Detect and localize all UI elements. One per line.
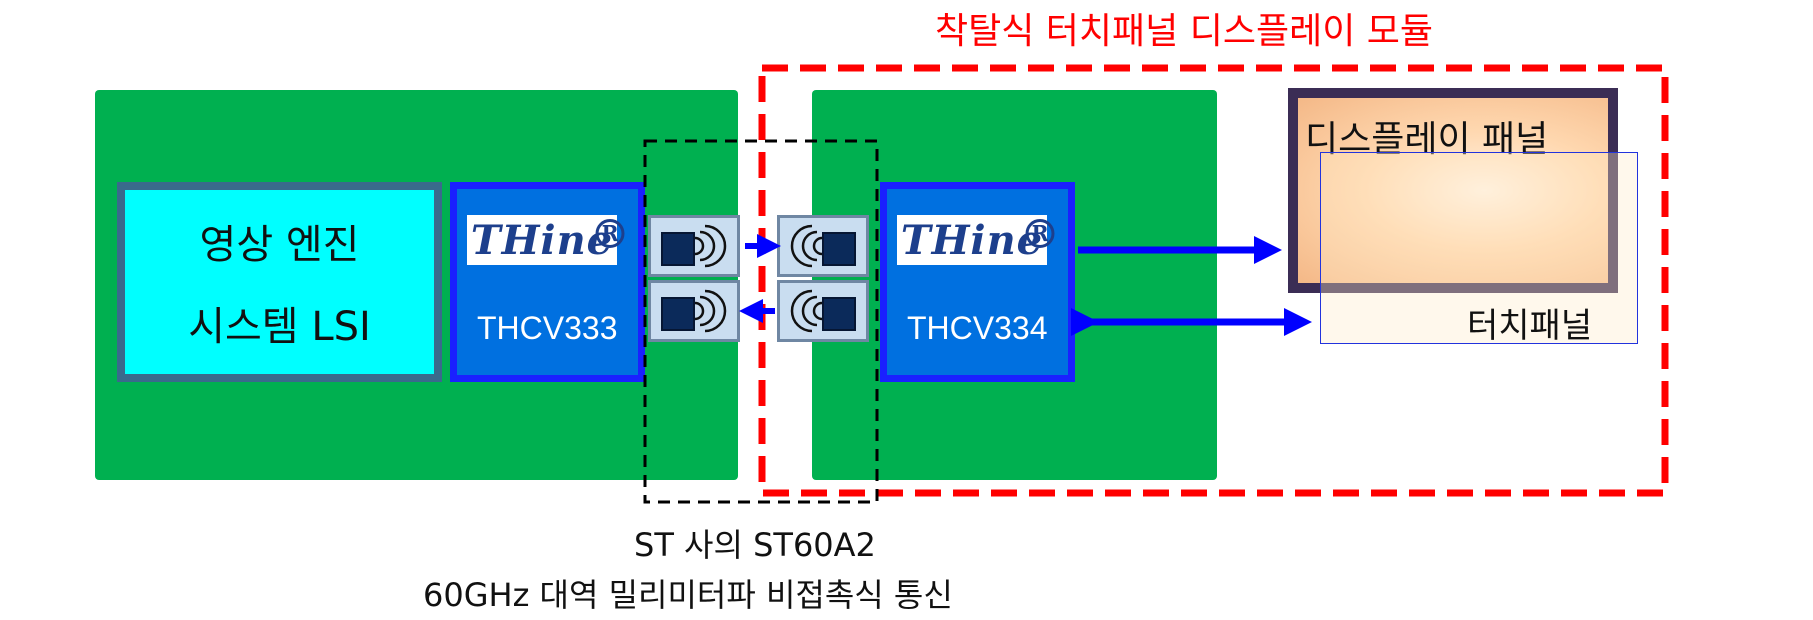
registered-mark: ® [1020, 211, 1061, 258]
wireless-wave-icon [790, 289, 823, 333]
touch-panel [1320, 152, 1638, 344]
registered-mark: ® [590, 211, 631, 258]
wireless-wave-icon [694, 289, 727, 333]
tx-chip-part: THCV333 [477, 310, 618, 346]
module-title: 착탈식 터치패널 디스플레이 모듈 [935, 11, 1434, 52]
thine-logo-text: THine [900, 216, 1044, 264]
display-panel-label: 디스플레이 패널 [1305, 119, 1549, 160]
thine-logo-text: THine [470, 216, 614, 264]
caption-line2: 60GHz 대역 밀리미터파 비접촉식 통신 [423, 576, 953, 614]
wireless-wave-icon [790, 224, 823, 268]
video-engine-lsi: 영상 엔진 시스템 LSI [117, 182, 442, 382]
rf-chip-square [661, 297, 695, 331]
rf-chip-square [822, 297, 856, 331]
display-panel [1288, 88, 1618, 293]
caption-line1: ST 사의 ST60A2 [634, 526, 876, 564]
tx-chip-thcv333: THine ® THCV333 [450, 182, 645, 382]
rf-chip-square [661, 232, 695, 266]
wireless-wave-icon [694, 224, 727, 268]
video-engine-line2: 시스템 LSI [188, 304, 371, 350]
thine-logo: THine ® [467, 211, 630, 265]
touch-panel-label: 터치패널 [1467, 306, 1593, 346]
rx-chip-thcv334: THine ® THCV334 [880, 182, 1075, 382]
rf-chip-square [822, 232, 856, 266]
video-engine-line1: 영상 엔진 [199, 222, 360, 268]
module-outline [758, 64, 1669, 497]
rx-chip-part: THCV334 [907, 310, 1048, 346]
thine-logo: THine ® [897, 211, 1060, 265]
st60a2-outline [643, 139, 879, 504]
